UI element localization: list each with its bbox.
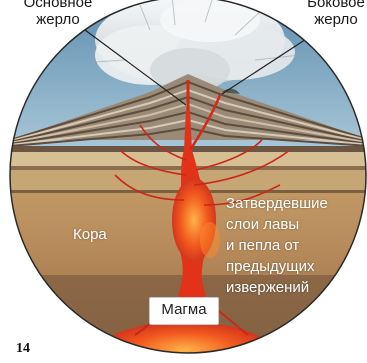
label-lava-layers: Затвердевшие слои лавы и пепла от предыд… xyxy=(226,193,356,298)
page-number: 14 xyxy=(16,341,30,357)
label-lava-layers-line2: слои лавы xyxy=(226,214,356,235)
label-side-vent-line2: жерло xyxy=(300,11,367,28)
label-lava-layers-line1: Затвердевшие xyxy=(226,193,356,214)
label-lava-layers-line5: извержений xyxy=(226,277,356,298)
label-main-vent: Основное жерло xyxy=(12,0,104,28)
label-main-vent-line1: Основное xyxy=(12,0,104,11)
label-lava-layers-line4: предыдущих xyxy=(226,256,356,277)
label-crust: Кора xyxy=(73,226,107,243)
label-lava-layers-line3: и пепла от xyxy=(226,235,356,256)
label-magma: Магма xyxy=(149,301,219,318)
label-side-vent-line1: Боковое xyxy=(300,0,367,11)
label-side-vent: Боковое жерло xyxy=(300,0,367,28)
ground-surface xyxy=(0,146,367,152)
label-main-vent-line2: жерло xyxy=(12,11,104,28)
